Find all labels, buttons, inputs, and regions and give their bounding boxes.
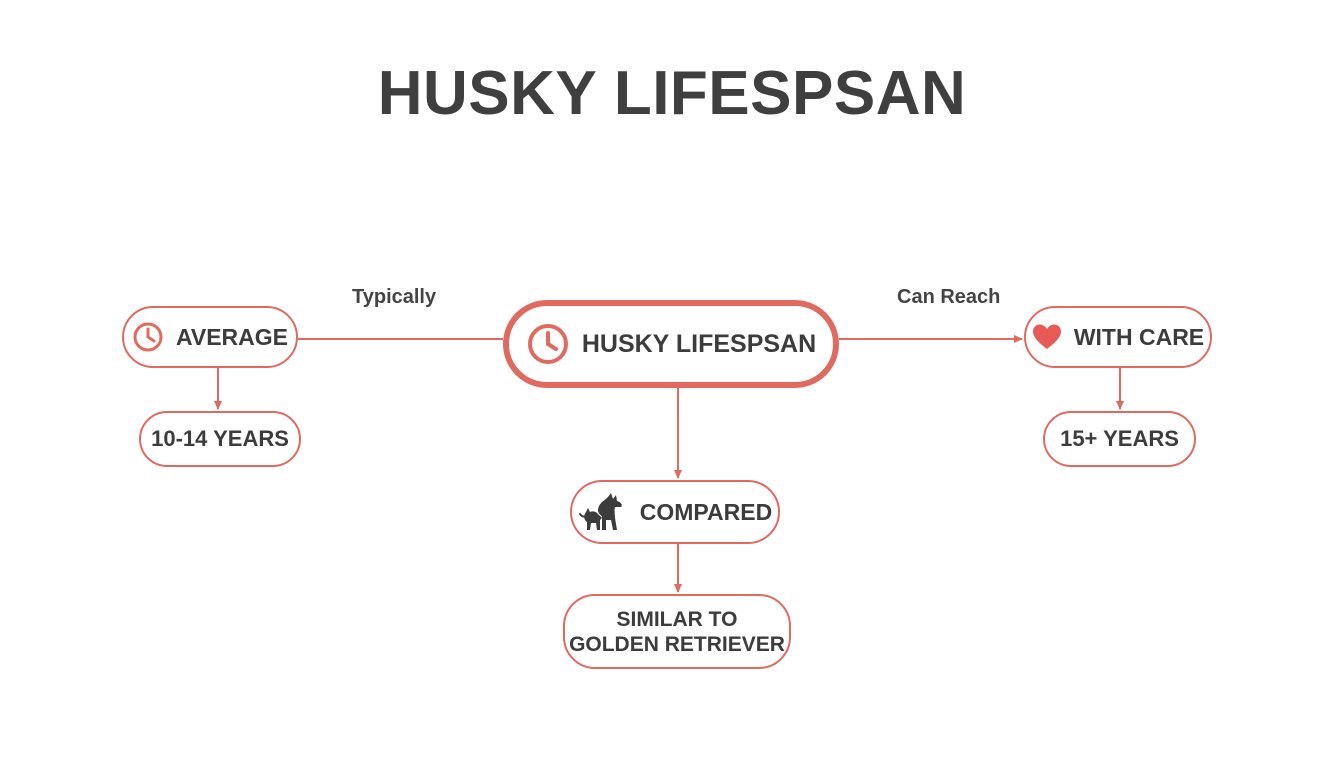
node-with-care-label: WITH CARE [1073, 323, 1205, 350]
heart-icon [1032, 323, 1062, 351]
node-compared-value-line1: SIMILAR TO [616, 607, 738, 631]
node-with-care: WITH CARE [1024, 306, 1212, 368]
page-title: HUSKY LIFESPSAN [377, 59, 967, 128]
clock-icon [132, 321, 164, 353]
clock-icon [526, 322, 570, 366]
node-average-value: 10-14 YEARS [139, 411, 301, 467]
node-center: HUSKY LIFESPSAN [503, 300, 839, 388]
node-average-label: AVERAGE [175, 323, 289, 350]
node-compared: COMPARED [570, 480, 780, 544]
dog-cat-icon [578, 492, 628, 532]
node-average: AVERAGE [122, 306, 298, 368]
node-compared-label: COMPARED [639, 498, 773, 525]
edge-label-can-reach: Can Reach [897, 286, 1001, 308]
node-compared-value-line2: GOLDEN RETRIEVER [569, 632, 785, 656]
edge-label-typically: Typically [352, 286, 437, 308]
node-compared-value: SIMILAR TO GOLDEN RETRIEVER [563, 594, 791, 669]
node-average-value-label: 10-14 YEARS [151, 426, 289, 451]
node-with-care-value-label: 15+ YEARS [1060, 426, 1179, 451]
node-center-label: HUSKY LIFESPSAN [581, 329, 817, 358]
node-with-care-value: 15+ YEARS [1043, 411, 1196, 467]
